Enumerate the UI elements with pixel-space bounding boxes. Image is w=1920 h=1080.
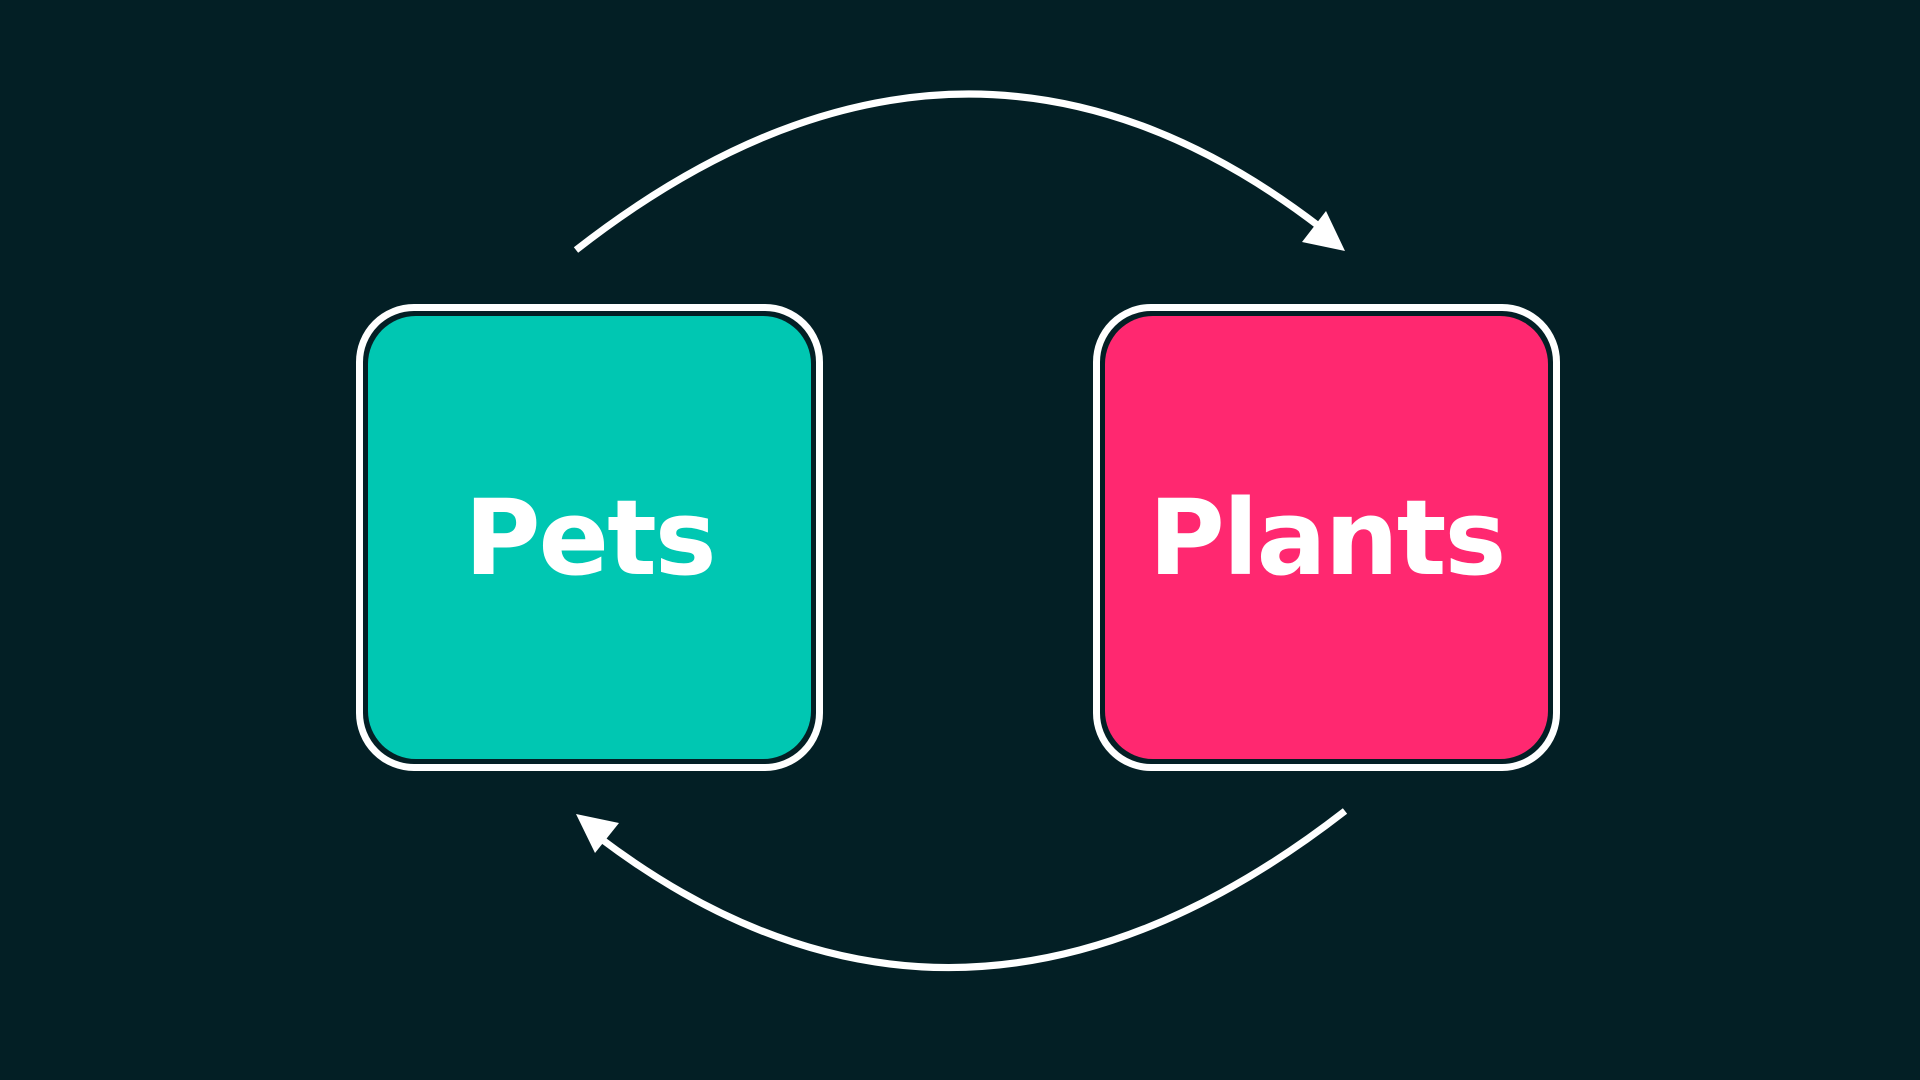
arrow-pets-to-plants-head xyxy=(1302,211,1345,251)
arrow-plants-to-pets-head xyxy=(576,814,619,853)
pets-node-fill: Pets xyxy=(368,316,811,759)
pets-label: Pets xyxy=(464,476,716,599)
arrow-pets-to-plants xyxy=(573,90,1323,253)
plants-node: Plants xyxy=(1093,304,1560,771)
plants-label: Plants xyxy=(1148,476,1507,599)
plants-node-fill: Plants xyxy=(1105,316,1548,759)
pets-node: Pets xyxy=(356,304,823,771)
arrow-plants-to-pets xyxy=(597,808,1348,972)
